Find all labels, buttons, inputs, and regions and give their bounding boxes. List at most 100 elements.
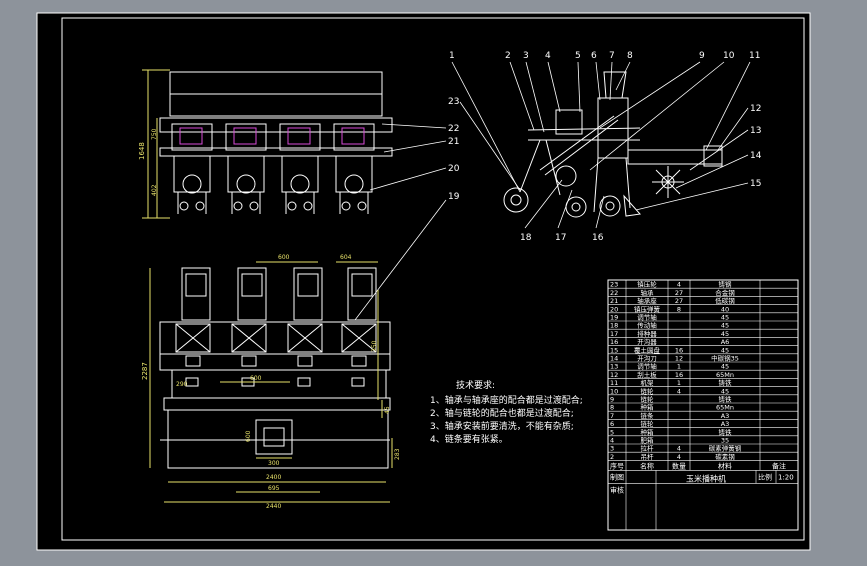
bom-cell: 12 [675, 355, 683, 363]
bom-cell: 35 [721, 437, 729, 445]
bom-cell: 轴承 [641, 288, 655, 297]
dim-body-height: 2287 [141, 362, 149, 380]
callout-1: 1 [449, 51, 455, 61]
title-block-scale-value: 1:20 [778, 473, 794, 481]
tech-item-2: 2、轴与链轮的配合也都是过渡配合; [430, 407, 574, 419]
dim-half: 600 [250, 375, 262, 382]
callout-13: 13 [750, 126, 761, 136]
bom-cell: 16 [610, 338, 618, 346]
paper-background [37, 13, 810, 550]
bom-cell: 27 [675, 297, 683, 305]
callout-4: 4 [545, 51, 551, 61]
bom-cell: 1 [677, 363, 681, 371]
plan-planter-unit [175, 267, 211, 387]
dim-width-c: 2440 [266, 503, 281, 510]
dim-spacing: 600 [278, 254, 290, 261]
callout-22: 22 [448, 124, 459, 134]
dim-offset: 350 [371, 340, 378, 352]
bom-cell: A6 [721, 338, 730, 346]
bom-cell: 链轮 [641, 386, 655, 395]
bom-cell: 20 [610, 305, 618, 313]
dim-upper: 750 [151, 128, 158, 140]
bom-cell: 16 [675, 346, 683, 354]
callout-16: 16 [592, 233, 604, 243]
tech-item-1: 1、轴承与轴承座的配合都是过渡配合; [430, 394, 583, 406]
bom-cell: 排种器 [637, 329, 657, 338]
bom-cell: 镇压弹簧 [634, 304, 661, 313]
bom-cell: 刮土板 [637, 370, 657, 379]
bom-header-cell: 材料 [718, 461, 732, 470]
callout-19: 19 [448, 192, 460, 202]
bom-cell: 肥箱 [641, 436, 655, 445]
bom-cell: 45 [721, 387, 729, 395]
bom-cell: 铸铁 [719, 395, 733, 404]
bom-cell: 22 [610, 289, 618, 297]
bom-cell: 链轮 [641, 419, 655, 428]
front-callout-lines [354, 123, 447, 321]
bom-cell: 45 [721, 346, 729, 354]
bom-cell: 覆土圆盘 [634, 345, 661, 354]
bom-cell: 拉杆 [641, 444, 655, 453]
bom-cell: 12 [610, 371, 618, 379]
bom-row: 15 覆土圆盘 16 45 [610, 345, 729, 354]
title-block-name: 玉米播种机 [686, 473, 726, 483]
side-view [503, 71, 723, 218]
side-callout-lines [451, 61, 751, 229]
dim-width-a: 2400 [266, 474, 281, 481]
bom-cell: 5 [610, 428, 614, 436]
bom-cell: 7 [610, 412, 614, 420]
callout-7: 7 [609, 51, 615, 61]
bom-header-cell: 备注 [772, 461, 786, 470]
bom-cell: 8 [610, 404, 614, 412]
callout-10: 10 [723, 51, 735, 61]
bom-cell: 11 [610, 379, 618, 387]
bom-cell: 铸铁 [719, 378, 733, 387]
bom-cell: 调节轴 [637, 313, 657, 322]
bom-cell: 21 [610, 297, 618, 305]
plan-view [149, 261, 393, 503]
plan-planter-unit [341, 267, 377, 387]
callout-3: 3 [523, 51, 529, 61]
bom-cell: 吊杆 [641, 452, 655, 461]
bom-row: 10 链轮 4 45 [610, 386, 729, 395]
bom-cell: 碳素钢 [715, 452, 735, 461]
bom-cell: 65Mn [716, 371, 734, 379]
bom-cell: 16 [675, 371, 683, 379]
bom-cell: 40 [721, 305, 729, 313]
bom-header-cell: 序号 [610, 461, 624, 470]
bom-cell: 4 [677, 387, 681, 395]
bom-cell: 4 [677, 453, 681, 461]
bom-cell: 开沟刀 [637, 354, 657, 363]
bom-cell: 铸铁 [719, 427, 733, 436]
bom-header-cell: 名称 [640, 461, 654, 470]
bom-cell: 17 [610, 330, 618, 338]
callout-11: 11 [749, 51, 760, 61]
callout-2: 2 [505, 51, 511, 61]
bom-cell: 链轮 [641, 395, 655, 404]
bom-header: 序号名称数量材料备注 [610, 461, 786, 470]
bom-cell: 15 [610, 346, 618, 354]
bom-cell: 23 [610, 281, 618, 289]
title-block-draw: 制图 [610, 472, 624, 481]
tech-item-3: 3、轴承安装前要清洗，不能有杂质; [430, 420, 574, 432]
callout-12: 12 [750, 104, 761, 114]
bom-cell: 65Mn [716, 404, 734, 412]
bom-cell: 中碳钢35 [711, 354, 739, 363]
bom-cell: 10 [610, 387, 618, 395]
tech-item-4: 4、链条要有张紧。 [430, 433, 508, 445]
bom-cell: 4 [677, 445, 681, 453]
bom-cell: 19 [610, 314, 618, 322]
bom-cell: 链条 [641, 411, 655, 420]
